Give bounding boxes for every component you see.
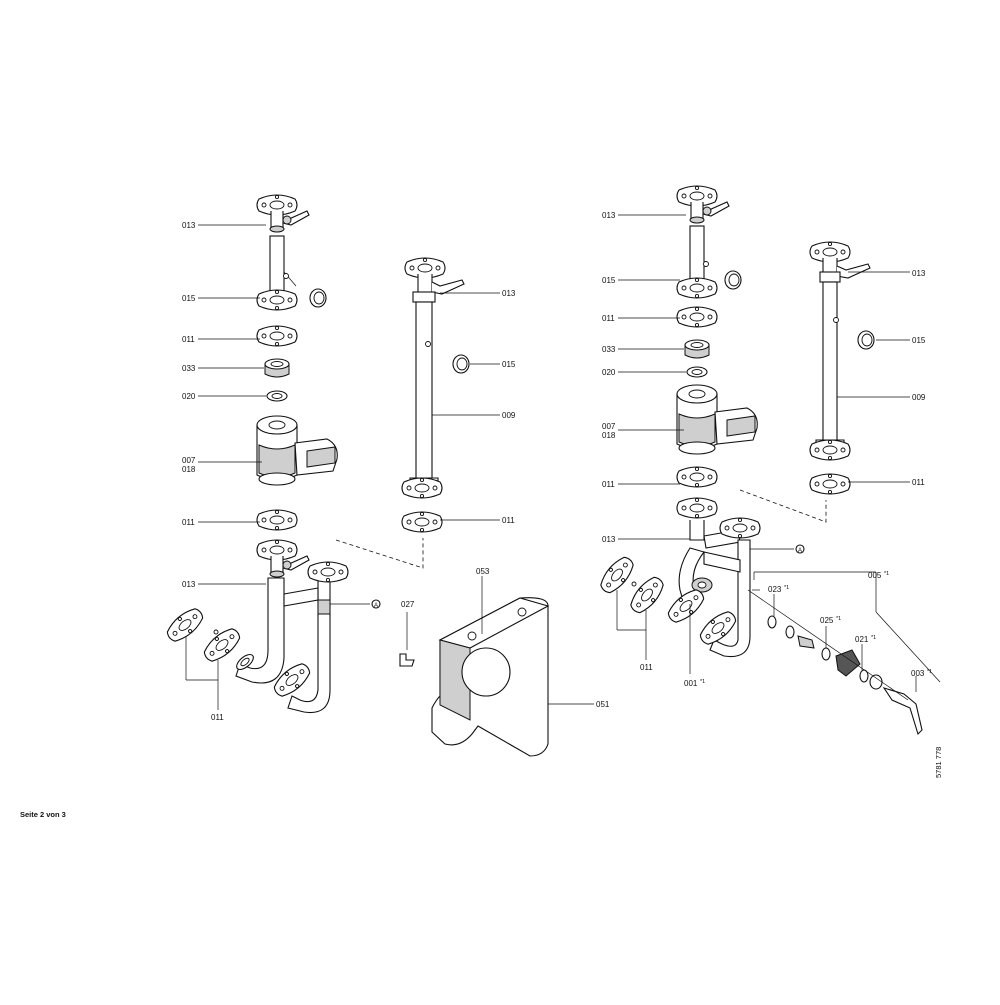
callout-015: 015 xyxy=(182,294,196,303)
callout-011: 011 xyxy=(182,335,195,344)
middle-standpipe xyxy=(401,257,500,533)
left-leader-lines xyxy=(198,224,381,609)
callout-labels: 013 015 011 033 020 007 018 011 013 011 … xyxy=(182,211,932,722)
callout-007: 007 xyxy=(602,422,616,431)
right-standpipe xyxy=(809,241,910,495)
callout-007: 007 xyxy=(182,456,196,465)
callout-015: 015 xyxy=(602,276,616,285)
callout-018: 018 xyxy=(182,465,196,474)
callout-013: 013 xyxy=(602,535,616,544)
callout-053: 053 xyxy=(476,567,490,576)
callout-020: 020 xyxy=(602,368,616,377)
callout-013: 013 xyxy=(182,221,196,230)
callout-011: 011 xyxy=(602,480,615,489)
footnote-mark: *1 xyxy=(871,635,876,641)
callout-015: 015 xyxy=(912,336,926,345)
callout-009: 009 xyxy=(912,393,926,402)
callout-020: 020 xyxy=(182,392,196,401)
footnote-mark: *1 xyxy=(700,679,705,685)
callout-001: 001 xyxy=(684,679,698,688)
callout-033: 033 xyxy=(182,364,196,373)
callout-021: 021 xyxy=(855,635,869,644)
callout-013: 013 xyxy=(502,289,516,298)
callout-011: 011 xyxy=(211,713,224,722)
callout-011: 011 xyxy=(602,314,615,323)
callout-051: 051 xyxy=(596,700,610,709)
callout-003: 003 xyxy=(911,669,925,678)
callout-013: 013 xyxy=(912,269,926,278)
callout-013: 013 xyxy=(602,211,616,220)
right-leader-lines xyxy=(618,214,917,692)
callout-013: 013 xyxy=(182,580,196,589)
left-pump-assembly xyxy=(162,195,349,714)
callout-011: 011 xyxy=(912,478,925,487)
callout-015: 015 xyxy=(502,360,516,369)
callout-023: 023 xyxy=(768,585,782,594)
marker-a: A xyxy=(798,548,802,554)
callout-011: 011 xyxy=(640,663,653,672)
footnote-mark: *1 xyxy=(884,571,889,577)
callout-011: 011 xyxy=(502,516,515,525)
callout-018: 018 xyxy=(602,431,616,440)
footnote-mark: *1 xyxy=(784,585,789,591)
callout-005: 005 xyxy=(868,571,882,580)
callout-033: 033 xyxy=(602,345,616,354)
right-pump-assembly xyxy=(595,186,941,736)
page-label: Seite 2 von 3 xyxy=(20,810,66,819)
clip-027 xyxy=(399,612,415,667)
footnote-mark: *1 xyxy=(836,616,841,622)
insulation-casing xyxy=(431,576,594,757)
document-number: 5781 778 xyxy=(934,746,943,778)
callout-025: 025 xyxy=(820,616,834,625)
footnote-mark: *1 xyxy=(927,669,932,675)
callout-011: 011 xyxy=(182,518,195,527)
callout-027: 027 xyxy=(401,600,415,609)
callout-009: 009 xyxy=(502,411,516,420)
marker-a: A xyxy=(374,603,378,609)
